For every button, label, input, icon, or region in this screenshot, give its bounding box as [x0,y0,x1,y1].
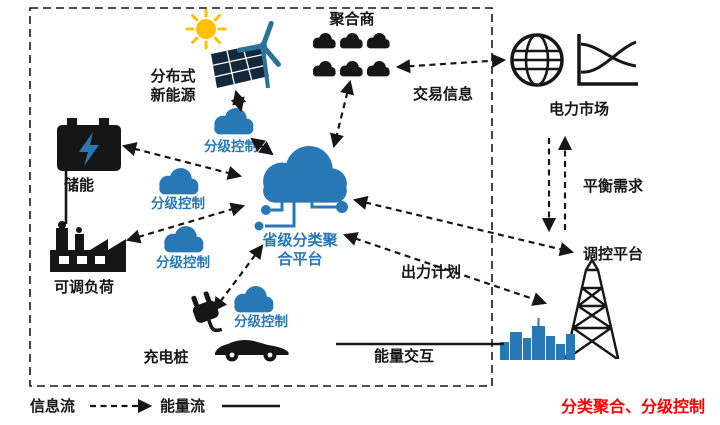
info-arrow-storage-platform [121,142,243,180]
car-icon [215,340,289,362]
charging-pile-label: 充电桩 [143,348,188,366]
hierarchical-cloud-icon [164,226,204,253]
info-arrow-platform-tower [342,232,548,306]
hierarchical-control-label: 分级控制 [156,254,210,270]
hierarchical-control-label: 分级控制 [204,138,258,154]
power-market-label: 电力市场 [549,100,609,118]
city-skyline-icon [500,318,575,360]
solar-panel-icon [211,44,269,88]
wind-turbine-icon [236,20,281,89]
info-arrow-cloud-platform [250,137,274,156]
output-plan-label: 出力计划 [401,263,461,281]
plug-icon [191,291,223,333]
info-arrow-trade [395,53,507,74]
aggregator-label: 聚合商 [328,10,374,28]
info-arrow-platform-control [352,195,575,257]
adjustable-load-label: 可调负荷 [54,278,114,296]
battery-icon [57,118,121,171]
distributed-energy-label-line2: 新能源 [150,86,195,104]
market-chart-icon [577,34,638,86]
aggregator-clouds-icon [312,33,390,77]
info-arrow-charging-platform [212,244,264,312]
trade-info-label: 交易信息 [413,85,473,103]
provincial-platform-label-line2: 合平台 [276,250,322,268]
hierarchical-cloud-icon [234,286,274,313]
energy-interaction-label: 能量交互 [374,347,434,365]
control-platform-label: 调控平台 [583,245,643,263]
info-arrow-solar-cloud [230,89,247,113]
legend-info-flow-label: 信息流 [30,397,75,415]
legend-energy-flow-label: 能量流 [160,397,205,415]
central-cloud-icon [254,146,348,231]
hierarchical-control-label: 分级控制 [234,313,288,329]
provincial-platform-label-line1: 省级分类聚 [261,231,338,249]
hierarchical-cloud-icon [159,168,199,195]
hierarchical-cloud-icon [214,108,254,135]
transmission-tower-icon [564,257,620,360]
balance-demand-label: 平衡需求 [583,177,644,195]
storage-label: 储能 [64,176,94,194]
info-arrow-aggregator-platform [330,79,354,149]
caption-text: 分类聚合、分级控制 [561,397,705,416]
globe-icon [510,33,564,87]
sun-icon [185,8,227,50]
factory-icon [50,221,126,272]
hierarchical-control-label: 分级控制 [151,195,205,211]
info-arrow-load-platform [125,202,246,244]
distributed-energy-label-line1: 分布式 [150,67,195,85]
